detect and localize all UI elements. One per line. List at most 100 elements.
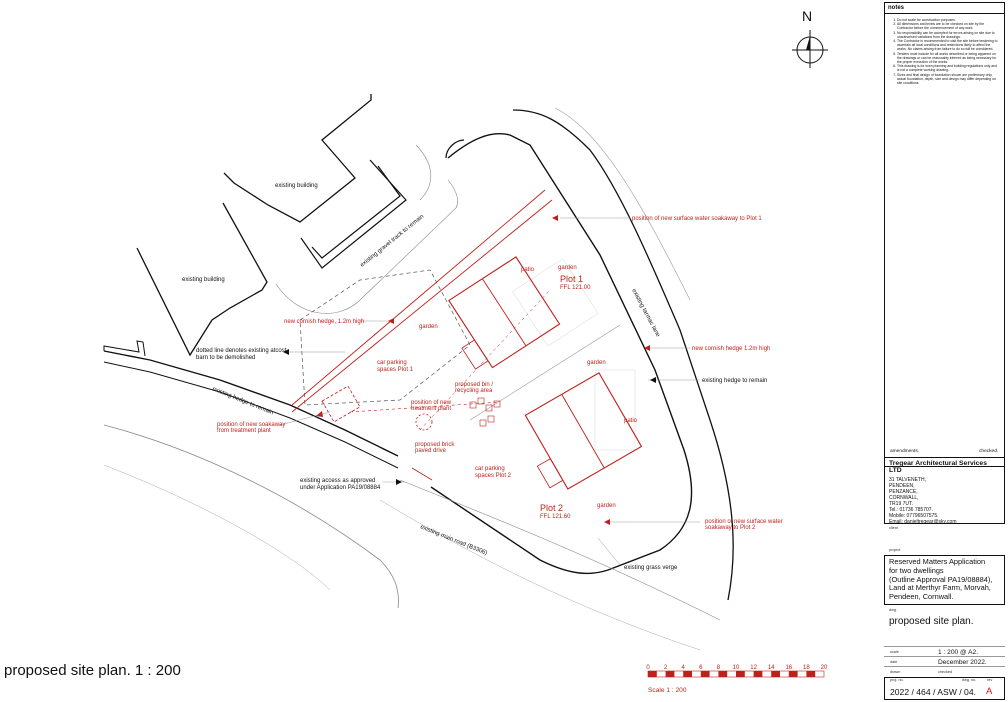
dwg-label: dwg.: [889, 608, 898, 612]
note-item: No responsibility can be accepted for er…: [897, 31, 998, 39]
label-plot1-name: Plot 1: [560, 274, 583, 284]
label-gravel-track: existing gravel track to remain: [359, 214, 425, 269]
road-edge-far: [399, 479, 721, 621]
divider-grey: [469, 324, 621, 421]
plot1-building: [448, 256, 561, 370]
plot2-building: [524, 372, 643, 490]
scale-tick-label: 10: [733, 665, 740, 671]
address-line: PENZANCE,: [889, 489, 918, 495]
label-new-hedge: new cornish hedge, 1.2m high: [284, 319, 364, 325]
road-edge-lower: [103, 424, 399, 609]
address-line: CORNWALL,: [889, 495, 919, 501]
scale-tick-label: 20: [821, 665, 828, 671]
drawing-title: proposed site plan. 1 : 200: [4, 662, 181, 679]
scale-label: scale: [890, 650, 899, 654]
track-curve: [415, 144, 432, 201]
scale-segment: [718, 671, 728, 677]
main-road-edge: [103, 361, 399, 469]
scale-tick-label: 8: [717, 665, 721, 671]
road-edge-far: [379, 499, 701, 651]
project-label: project: [889, 548, 901, 552]
label-garden: garden: [587, 360, 606, 366]
drain-run: [419, 289, 551, 431]
new-hedge-red: [291, 189, 546, 406]
revision-letter: A: [986, 686, 993, 697]
patio-hatch-1: [512, 258, 599, 347]
checked-label: checked.: [979, 449, 999, 454]
proj-no-label: proj. no.: [890, 678, 904, 682]
scale-tick-label: 2: [664, 665, 668, 671]
north-label: N: [802, 8, 813, 24]
note-item: All dimensions and levels are to be chec…: [897, 22, 998, 30]
scale-tick-label: 6: [699, 665, 703, 671]
label-plot2-ffl: FFL 121.60: [540, 514, 571, 520]
notes-list: Do not scale for construction purposes.A…: [885, 14, 1004, 89]
project-line: Pendeen, Cornwall.: [889, 592, 954, 602]
site-plan-drawing: existing building existing building exis…: [103, 30, 828, 678]
scale-segment: [771, 671, 780, 677]
leader-arrows-black: [283, 349, 656, 485]
project-line: for two dwellings: [889, 565, 944, 575]
project-line: Land at Merthyr Farm, Morvah,: [889, 583, 991, 593]
company-address: 31 TALVENETH,PENDEEN,PENZANCE,CORNWALL,T…: [889, 477, 1000, 525]
project-line: (Outline Approval PA19/08884),: [889, 574, 993, 584]
amendments-label: amendments.: [890, 449, 920, 454]
label-existing-building: existing building: [275, 183, 318, 189]
reference-panel: proj. no. dwg. no. rev 2022 / 464 / ASW …: [884, 677, 1005, 700]
scale-tick-label: 0: [646, 665, 650, 671]
scale-tick-label: 4: [682, 665, 686, 671]
note-item: Tenders must include for all works descr…: [897, 52, 998, 65]
drain-run: [349, 401, 501, 413]
label-patio: patio: [521, 267, 535, 273]
label-tarmac-lane: existing tarmac lane: [630, 288, 661, 339]
road-edge-lower: [103, 464, 331, 591]
rev-label: rev: [987, 678, 993, 682]
note-item: Sizes and final design of foundation sho…: [897, 73, 998, 86]
scale-segment: [683, 671, 692, 677]
label-main-road: existing main road (B3306): [419, 524, 488, 556]
note-item: The Contractor is recommended to visit t…: [897, 39, 998, 52]
main-road-edge: [103, 350, 399, 457]
label-plot1-ffl: FFL 121.00: [560, 285, 591, 291]
date-label: date: [890, 660, 898, 664]
address-line: PENDEEN,: [889, 483, 915, 489]
existing-barn-dotted: [299, 269, 471, 406]
note-item: This drawing is for town planning and bu…: [897, 64, 998, 72]
north-arrow-icon: [792, 30, 828, 68]
notes-heading: notes: [885, 3, 1004, 14]
lane-edge-outer-faint: [554, 107, 691, 301]
scale-segment: [648, 671, 657, 677]
scale-row: scale 1 : 200 @ A2.: [884, 646, 1005, 659]
scale-tick-label: 16: [785, 665, 792, 671]
entrance-stub: [103, 340, 146, 357]
label-garden: garden: [597, 503, 616, 509]
address-line: 31 TALVENETH,: [889, 477, 926, 483]
boundary-red: [411, 467, 433, 481]
label-new-hedge: new cornish hedge 1.2m high: [692, 346, 770, 352]
scale-segment: [788, 671, 798, 677]
scale-tick-label: 12: [750, 665, 757, 671]
note-item: Do not scale for construction purposes.: [897, 18, 998, 22]
address-line: TR19 7UT.: [889, 501, 913, 507]
company-panel: Tregear Architectural Services LTD 31 TA…: [884, 457, 1005, 525]
label-soakaway-plot1: position of new surface water soakaway t…: [632, 216, 762, 222]
lane-edge-inner-2: [445, 139, 465, 159]
label-existing-building: existing building: [182, 277, 225, 283]
scale-segment: [736, 671, 745, 677]
scale-segment: [806, 671, 816, 677]
lane-edge-inner: [430, 133, 693, 575]
label-hedge-remain: existing hedge to remain: [702, 378, 767, 384]
label-hedge-remain: existing hedge to remain: [211, 386, 274, 416]
notes-panel: notes Do not scale for construction purp…: [884, 2, 1005, 467]
scale-caption: Scale 1 : 200: [648, 687, 687, 694]
drawn-row: drawn checked: [884, 666, 1005, 677]
scale-value: 1 : 200 @ A2.: [938, 649, 979, 656]
